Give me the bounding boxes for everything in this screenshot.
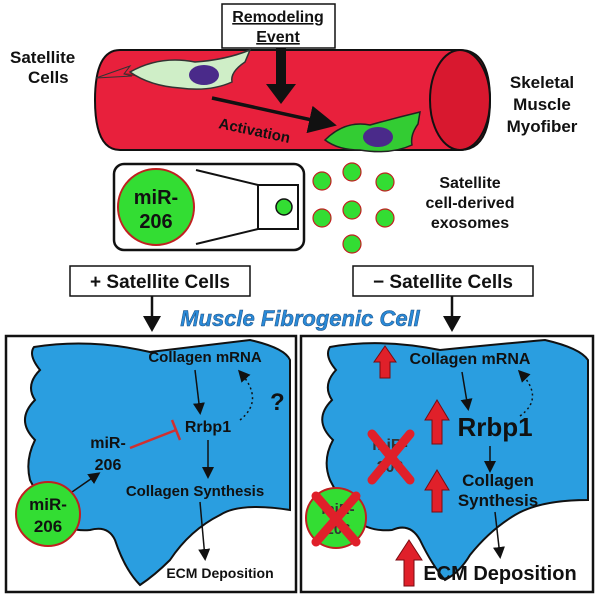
left-mir206-2: 206 [95, 457, 122, 474]
satellite-cell-quiescent [128, 48, 252, 90]
right-up-arrow-ecm [395, 539, 423, 587]
exosome-dots [312, 162, 395, 254]
right-collagen-synth-2: Synthesis [458, 491, 538, 510]
left-inhibit-line [129, 428, 177, 450]
left-inhibit-bar [170, 419, 182, 441]
left-feedback-arrow [238, 369, 254, 421]
right-panel [299, 334, 595, 594]
left-bubble-label-1: miR- [29, 495, 67, 514]
left-arrow-synth-ecm [198, 501, 211, 561]
left-ecm: ECM Deposition [166, 565, 273, 581]
right-collagen-mrna: Collagen mRNA [410, 351, 531, 368]
right-up-arrow-rrbp1 [424, 399, 450, 445]
left-collagen-synthesis: Collagen Synthesis [126, 483, 264, 500]
left-question: ? [270, 389, 285, 416]
left-mir206-bubble [15, 481, 81, 547]
right-arrow-synth-ecm [493, 511, 505, 559]
mir206-zoom-2: 206 [139, 211, 172, 233]
left-bubble-to-mir [71, 472, 101, 493]
satellite-pointer-arrow [95, 64, 133, 79]
exosome-zoom [112, 162, 306, 252]
activation-arrow [211, 96, 337, 134]
right-up-arrow-synth [424, 469, 450, 513]
right-feedback-arrow [517, 369, 534, 417]
satellite-cells-label-1: Satellite [10, 48, 75, 67]
fibrogenic-title: Muscle Fibrogenic Cell [180, 306, 420, 331]
right-up-arrow-mrna [373, 345, 397, 379]
right-arrow-mrna-rrbp1 [460, 371, 473, 411]
remodeling-label-1: Remodeling [232, 9, 324, 26]
right-ecm: ECM Deposition [423, 563, 576, 585]
plus-sat-arrowhead [143, 316, 161, 332]
minus-sat-label: − Satellite Cells [373, 272, 513, 293]
left-collagen-mrna: Collagen mRNA [148, 349, 262, 366]
remodeling-label-2: Event [256, 29, 300, 46]
right-bubble-x-icon [311, 491, 361, 547]
remodeling-event-box [221, 3, 336, 49]
skeletal-label-3: Myofiber [507, 117, 578, 136]
left-panel [4, 334, 298, 594]
right-rrbp1: Rrbp1 [457, 412, 532, 442]
left-bubble-label-2: 206 [34, 517, 62, 536]
minus-sat-arrowhead [443, 316, 461, 332]
skeletal-label-1: Skeletal [510, 73, 574, 92]
left-rrbp1: Rrbp1 [185, 419, 231, 436]
left-arrow-mrna-rrbp1 [192, 369, 205, 415]
plus-sat-label: + Satellite Cells [90, 272, 230, 293]
right-mir206-x-icon [367, 429, 415, 485]
minus-sat-box [352, 265, 534, 297]
plus-sat-box [69, 265, 251, 297]
satellite-cell-activated [323, 111, 421, 153]
skeletal-label-2: Muscle [513, 95, 571, 114]
exosomes-label-1: Satellite [439, 175, 500, 192]
mir206-zoom-1: miR- [134, 187, 178, 209]
right-collagen-synth-1: Collagen [462, 471, 534, 490]
left-mir206-1: miR- [90, 435, 126, 452]
remodeling-arrow [266, 48, 296, 104]
exosomes-label-2: cell-derived [426, 195, 515, 212]
satellite-cells-label-2: Cells [28, 68, 69, 87]
exosomes-label-3: exosomes [431, 215, 509, 232]
